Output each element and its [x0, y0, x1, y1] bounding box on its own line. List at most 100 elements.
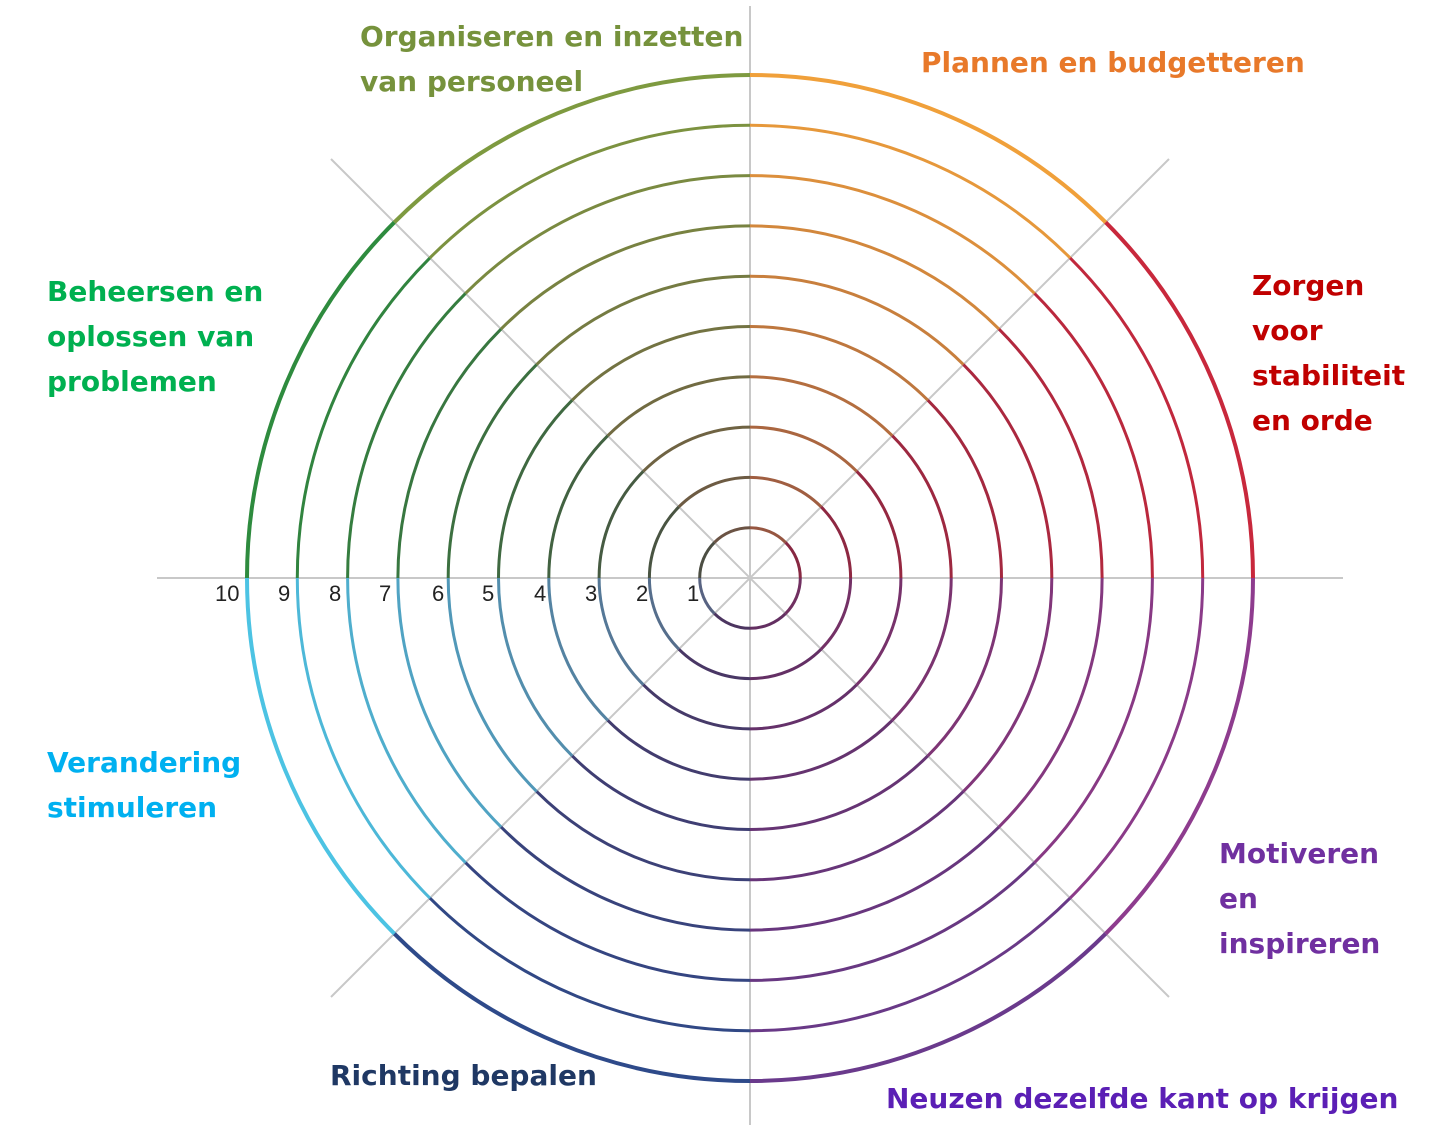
- ring-7-arc-plannen: [749, 224, 1001, 331]
- ring-10-arc-richting: [392, 932, 751, 1083]
- ring-6-arc-motiveren: [962, 577, 1054, 793]
- ring-3-arc-neuzen: [749, 683, 858, 731]
- ring-8-arc-motiveren: [1033, 577, 1154, 864]
- ring-4-arc-beheersen: [547, 434, 609, 579]
- label-line: inspireren: [1219, 927, 1381, 960]
- ring-9-arc-motiveren: [1069, 577, 1205, 900]
- ring-4-arc-richting: [606, 719, 751, 781]
- ring-1-arc-zorgen: [784, 541, 802, 579]
- ring-2-arc-neuzen: [749, 648, 823, 681]
- ring-2-arc-organiseren: [677, 475, 751, 508]
- scale-label-7: 7: [379, 581, 392, 606]
- ring-2-arc-richting: [677, 648, 751, 681]
- label-organiseren: Organiseren en inzetten van personeel: [360, 14, 743, 104]
- ring-2-arc-motiveren: [820, 577, 853, 651]
- ring-3-arc-beheersen: [597, 470, 645, 579]
- label-line: stabiliteit: [1252, 359, 1406, 392]
- ring-8-arc-neuzen: [749, 861, 1036, 982]
- scale-label-5: 5: [482, 581, 495, 606]
- ring-5-arc-plannen: [749, 325, 929, 402]
- ring-7-arc-verandering: [396, 577, 503, 829]
- ring-6-arc-beheersen: [446, 363, 538, 579]
- label-line: en: [1219, 882, 1258, 915]
- ring-8-arc-verandering: [346, 577, 467, 864]
- ring-6-arc-verandering: [446, 577, 538, 793]
- ring-7-arc-beheersen: [396, 327, 503, 579]
- ring-9-arc-richting: [428, 897, 751, 1033]
- ring-10-arc-verandering: [245, 577, 396, 936]
- ring-6-arc-richting: [535, 790, 751, 882]
- label-line: Verandering: [47, 746, 242, 779]
- ring-1-arc-organiseren: [713, 526, 751, 544]
- label-line: Organiseren en inzetten: [360, 20, 744, 53]
- label-line: van personeel: [360, 65, 584, 98]
- ring-8-arc-organiseren: [464, 174, 751, 295]
- ring-2-arc-verandering: [647, 577, 680, 651]
- ring-2-arc-zorgen: [820, 505, 853, 579]
- ring-6-arc-organiseren: [535, 274, 751, 366]
- ring-5-arc-richting: [571, 754, 751, 831]
- ring-4-arc-neuzen: [749, 719, 894, 781]
- ring-2-arc-beheersen: [647, 505, 680, 579]
- ring-7-arc-motiveren: [997, 577, 1104, 829]
- ring-9-arc-plannen: [749, 123, 1072, 259]
- label-motiveren: Motiveren en inspireren: [1219, 831, 1380, 966]
- ring-6-arc-zorgen: [962, 363, 1054, 579]
- ring-3-arc-zorgen: [855, 470, 903, 579]
- label-beheersen: Beheersen en oplossen van problemen: [47, 269, 263, 404]
- ring-5-arc-zorgen: [926, 399, 1003, 579]
- label-richting: Richting bepalen: [330, 1053, 597, 1098]
- ring-8-arc-zorgen: [1033, 292, 1154, 579]
- ring-9-arc-verandering: [295, 577, 431, 900]
- ring-5-arc-motiveren: [926, 577, 1003, 757]
- ring-4-arc-motiveren: [891, 577, 953, 722]
- wheel-axes: [157, 6, 1343, 1125]
- ring-3-arc-motiveren: [855, 577, 903, 686]
- ring-4-arc-zorgen: [891, 434, 953, 579]
- scale-label-1: 1: [687, 581, 700, 606]
- ring-4-arc-plannen: [749, 375, 894, 437]
- scale-label-8: 8: [329, 581, 342, 606]
- scale-label-6: 6: [432, 581, 445, 606]
- scale-label-9: 9: [278, 581, 291, 606]
- ring-6-arc-neuzen: [749, 790, 965, 882]
- scale-label-4: 4: [534, 581, 547, 606]
- ring-3-arc-organiseren: [642, 425, 751, 473]
- ring-5-arc-verandering: [497, 577, 574, 757]
- ring-3-arc-verandering: [597, 577, 645, 686]
- label-line: problemen: [47, 365, 217, 398]
- ring-7-arc-organiseren: [499, 224, 751, 331]
- ring-5-arc-neuzen: [749, 754, 929, 831]
- wheel-rings: [245, 73, 1255, 1083]
- ring-8-arc-plannen: [749, 174, 1036, 295]
- ring-10-arc-organiseren: [392, 73, 751, 224]
- ring-10-arc-plannen: [749, 73, 1108, 224]
- ring-3-arc-richting: [642, 683, 751, 731]
- ring-8-arc-beheersen: [346, 292, 467, 579]
- label-verandering: Verandering stimuleren: [47, 740, 241, 830]
- ring-9-arc-zorgen: [1069, 256, 1205, 579]
- label-line: stimuleren: [47, 791, 218, 824]
- ring-10-arc-zorgen: [1104, 220, 1255, 579]
- label-line: en orde: [1252, 404, 1373, 437]
- ring-10-arc-beheersen: [245, 220, 396, 579]
- diagonal-axis-2: [330, 158, 1170, 998]
- ring-7-arc-zorgen: [997, 327, 1104, 579]
- ring-10-arc-neuzen: [749, 932, 1108, 1083]
- label-line: Beheersen en: [47, 275, 264, 308]
- ring-1-arc-plannen: [749, 526, 787, 544]
- label-line: Neuzen dezelfde kant op krijgen: [886, 1082, 1399, 1115]
- ring-2-arc-plannen: [749, 475, 823, 508]
- ring-4-arc-verandering: [547, 577, 609, 722]
- scale-label-2: 2: [636, 581, 649, 606]
- ring-1-arc-motiveren: [784, 577, 802, 615]
- ring-4-arc-organiseren: [606, 375, 751, 437]
- ring-5-arc-beheersen: [497, 399, 574, 579]
- label-line: oplossen van: [47, 320, 255, 353]
- label-plannen: Plannen en budgetteren: [921, 40, 1305, 85]
- label-line: Richting bepalen: [330, 1059, 597, 1092]
- label-neuzen: Neuzen dezelfde kant op krijgen: [886, 1076, 1398, 1121]
- ring-7-arc-neuzen: [749, 825, 1001, 932]
- ring-1-arc-neuzen: [749, 612, 787, 630]
